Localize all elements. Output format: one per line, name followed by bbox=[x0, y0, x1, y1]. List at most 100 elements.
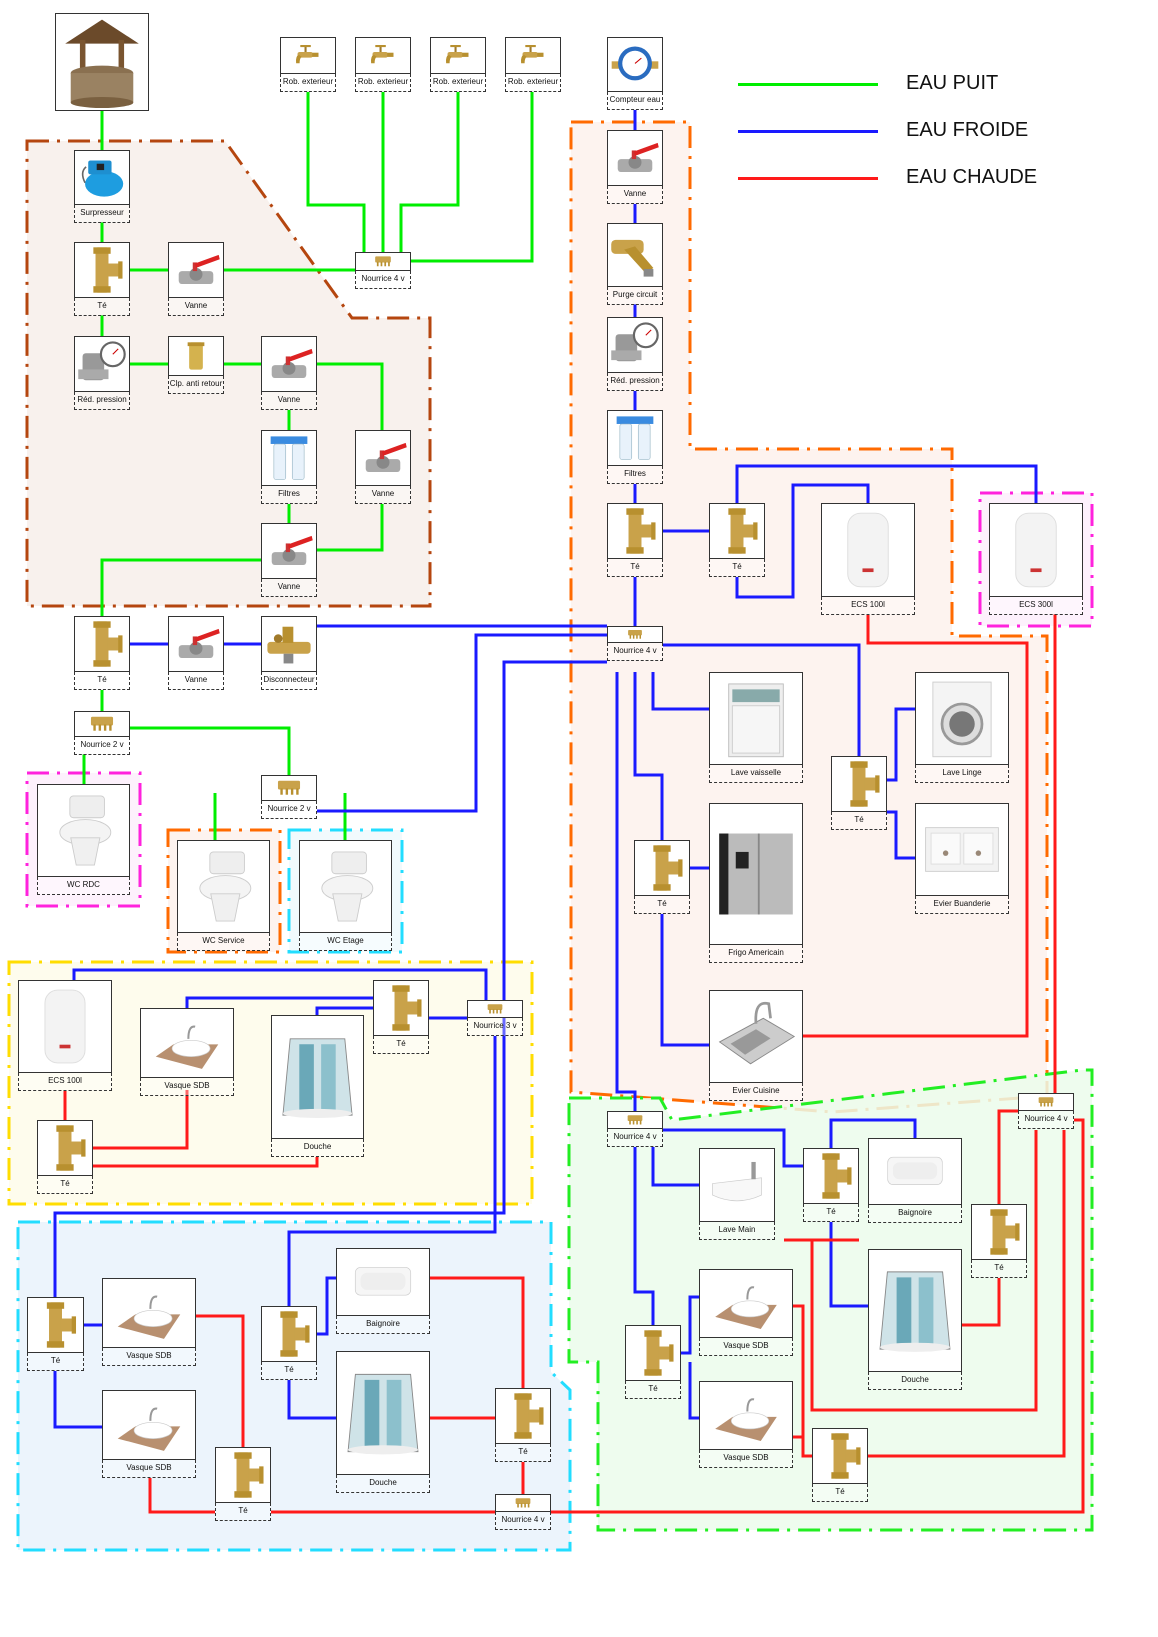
tee-icon bbox=[27, 1297, 84, 1353]
component-label: Frigo Americain bbox=[709, 945, 803, 963]
legend-swatch bbox=[738, 83, 878, 86]
component-label: WC Service bbox=[177, 933, 270, 951]
tee-icon bbox=[634, 840, 690, 896]
component-label: ECS 100l bbox=[18, 1073, 112, 1091]
pipe-cold-water bbox=[53, 1371, 102, 1429]
manifold-icon bbox=[74, 711, 130, 737]
water-heater-icon bbox=[18, 980, 112, 1073]
pipe-well-water bbox=[399, 92, 460, 252]
manifold-icon bbox=[261, 775, 317, 801]
component-label: Vanne bbox=[261, 579, 317, 597]
tee-icon bbox=[831, 756, 887, 812]
component-label: Vanne bbox=[168, 298, 224, 316]
tee-icon bbox=[607, 503, 663, 559]
component-label: Rob. exterieur bbox=[430, 74, 486, 92]
pipe-cold-water bbox=[185, 996, 373, 1008]
strainer-icon bbox=[607, 223, 663, 287]
bathtub-icon bbox=[336, 1248, 430, 1316]
component-label: Filtres bbox=[607, 466, 663, 484]
tee-icon bbox=[812, 1428, 868, 1484]
component-label: Té bbox=[709, 559, 765, 577]
component-label: Douche bbox=[336, 1475, 430, 1493]
backflow-preventer-icon bbox=[261, 616, 317, 672]
tap-icon bbox=[355, 37, 411, 74]
component-label: Réd. pression bbox=[607, 373, 663, 391]
manifold-icon bbox=[495, 1494, 551, 1512]
component-label: Purge circuit bbox=[607, 287, 663, 305]
pipe-hot-water bbox=[962, 1278, 1001, 1327]
component-label: Té bbox=[803, 1204, 859, 1222]
component-label: Disconnecteur bbox=[261, 672, 317, 690]
pipe-hot-water bbox=[148, 1478, 215, 1514]
legend-swatch bbox=[738, 177, 878, 180]
component-label: WC RDC bbox=[37, 877, 130, 895]
component-label: Rob. exterieur bbox=[505, 74, 561, 92]
component-label: Nourrice 4 v bbox=[607, 1129, 663, 1147]
component-label: Rob. exterieur bbox=[355, 74, 411, 92]
pipe-hot-water bbox=[93, 1157, 319, 1168]
manifold-icon bbox=[467, 1000, 523, 1018]
pump-icon bbox=[74, 150, 130, 205]
basin-icon bbox=[102, 1278, 196, 1348]
component-label: Vanne bbox=[168, 672, 224, 690]
water-heater-icon bbox=[821, 503, 915, 597]
component-label: Vasque SDB bbox=[102, 1348, 196, 1366]
component-label: Vasque SDB bbox=[140, 1078, 234, 1096]
component-label: Té bbox=[215, 1503, 271, 1521]
pipe-cold-water bbox=[663, 643, 861, 756]
component-label: Té bbox=[495, 1444, 551, 1462]
pipe-cold-water bbox=[660, 914, 709, 1047]
pipe-hot-water bbox=[803, 614, 1029, 1038]
pipe-cold-water bbox=[735, 483, 870, 599]
water-heater-icon bbox=[989, 503, 1083, 597]
component-label: Vasque SDB bbox=[699, 1450, 793, 1468]
basin-icon bbox=[140, 1008, 234, 1078]
pipe-hot-water bbox=[551, 1118, 1085, 1514]
component-label: Douche bbox=[271, 1139, 364, 1157]
tee-icon bbox=[74, 242, 130, 298]
tee-icon bbox=[37, 1120, 93, 1176]
tee-icon bbox=[261, 1306, 317, 1362]
manifold-icon bbox=[607, 1111, 663, 1129]
filter-icon bbox=[607, 410, 663, 466]
tap-icon bbox=[505, 37, 561, 74]
pipe-cold-water bbox=[72, 968, 488, 1000]
component-label: Réd. pression bbox=[74, 392, 130, 410]
pipe-hot-water bbox=[784, 1130, 1038, 1412]
washing-machine-icon bbox=[915, 672, 1009, 765]
component-label: Té bbox=[373, 1036, 429, 1054]
toilet-icon bbox=[177, 840, 270, 933]
component-label: Té bbox=[261, 1362, 317, 1380]
pipe-well-water bbox=[317, 362, 384, 430]
shower-icon bbox=[336, 1351, 430, 1475]
component-label: Vanne bbox=[261, 392, 317, 410]
component-label: Lave vaisselle bbox=[709, 765, 803, 783]
tee-icon bbox=[495, 1388, 551, 1444]
pipe-cold-water bbox=[651, 1147, 699, 1187]
pipe-cold-water bbox=[735, 464, 1038, 503]
tap-icon bbox=[280, 37, 336, 74]
pipe-cold-water bbox=[887, 707, 915, 782]
pipe-hot-water bbox=[793, 1304, 812, 1458]
valve-icon bbox=[168, 242, 224, 298]
dishwasher-icon bbox=[709, 672, 803, 765]
valve-icon bbox=[261, 523, 317, 579]
pipe-well-water bbox=[306, 92, 366, 252]
component-label: Té bbox=[74, 298, 130, 316]
pipe-hot-water bbox=[430, 1276, 525, 1388]
tee-icon bbox=[803, 1148, 859, 1204]
manifold-icon bbox=[1018, 1093, 1074, 1111]
pipe-cold-water bbox=[633, 672, 664, 840]
component-label: Té bbox=[625, 1381, 681, 1399]
legend-label: EAU CHAUDE bbox=[906, 166, 1038, 188]
component-label: Vasque SDB bbox=[699, 1338, 793, 1356]
pipe-cold-water bbox=[829, 1222, 868, 1308]
component-label: Té bbox=[812, 1484, 868, 1502]
component-label: ECS 100l bbox=[821, 597, 915, 615]
pipe-hot-water bbox=[868, 1130, 1066, 1458]
bathtub-icon bbox=[868, 1138, 962, 1205]
pipe-cold-water bbox=[53, 660, 607, 1297]
component-label: Lave Linge bbox=[915, 765, 1009, 783]
basin-icon bbox=[102, 1390, 196, 1460]
